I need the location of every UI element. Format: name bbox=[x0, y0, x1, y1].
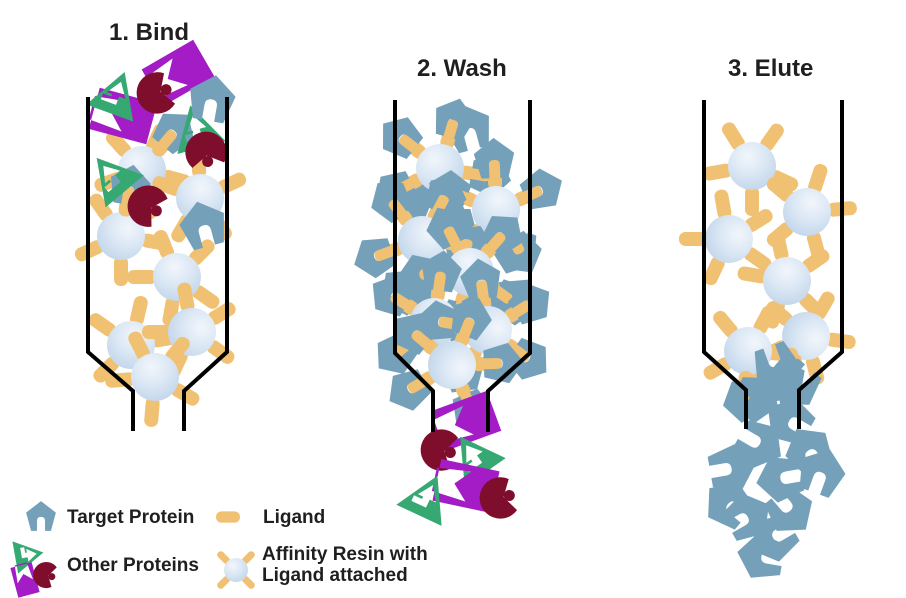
elute-step-title: 3. Elute bbox=[728, 55, 814, 82]
green-protein-icon bbox=[396, 465, 461, 526]
bind-column-outline bbox=[86, 97, 229, 431]
ligand-label: Ligand bbox=[263, 507, 326, 528]
bind-step-title: 1. Bind bbox=[109, 19, 190, 46]
affinity-resin-label-line2: Ligand attached bbox=[262, 565, 408, 586]
other-proteins-label: Other Proteins bbox=[67, 555, 199, 576]
affinity-resin-label-line1: Affinity Resin with bbox=[262, 544, 428, 565]
column-outlines bbox=[86, 97, 844, 432]
wash-column bbox=[333, 93, 601, 526]
wash-column-outline bbox=[393, 100, 532, 432]
affinity-resin-label: Affinity Resin with Ligand attached bbox=[262, 544, 428, 586]
elute-column-outline bbox=[702, 100, 844, 429]
target-protein-label: Target Protein bbox=[67, 507, 195, 528]
target-protein-icon bbox=[26, 501, 56, 531]
affinity-resin-icon bbox=[215, 549, 257, 591]
legend-icons bbox=[10, 501, 257, 598]
wash-step-title: 2. Wash bbox=[417, 55, 507, 82]
bind-column bbox=[59, 39, 269, 439]
elute-column bbox=[671, 110, 875, 583]
ligand-icon bbox=[216, 511, 240, 523]
bind-resin-beads bbox=[59, 122, 269, 439]
